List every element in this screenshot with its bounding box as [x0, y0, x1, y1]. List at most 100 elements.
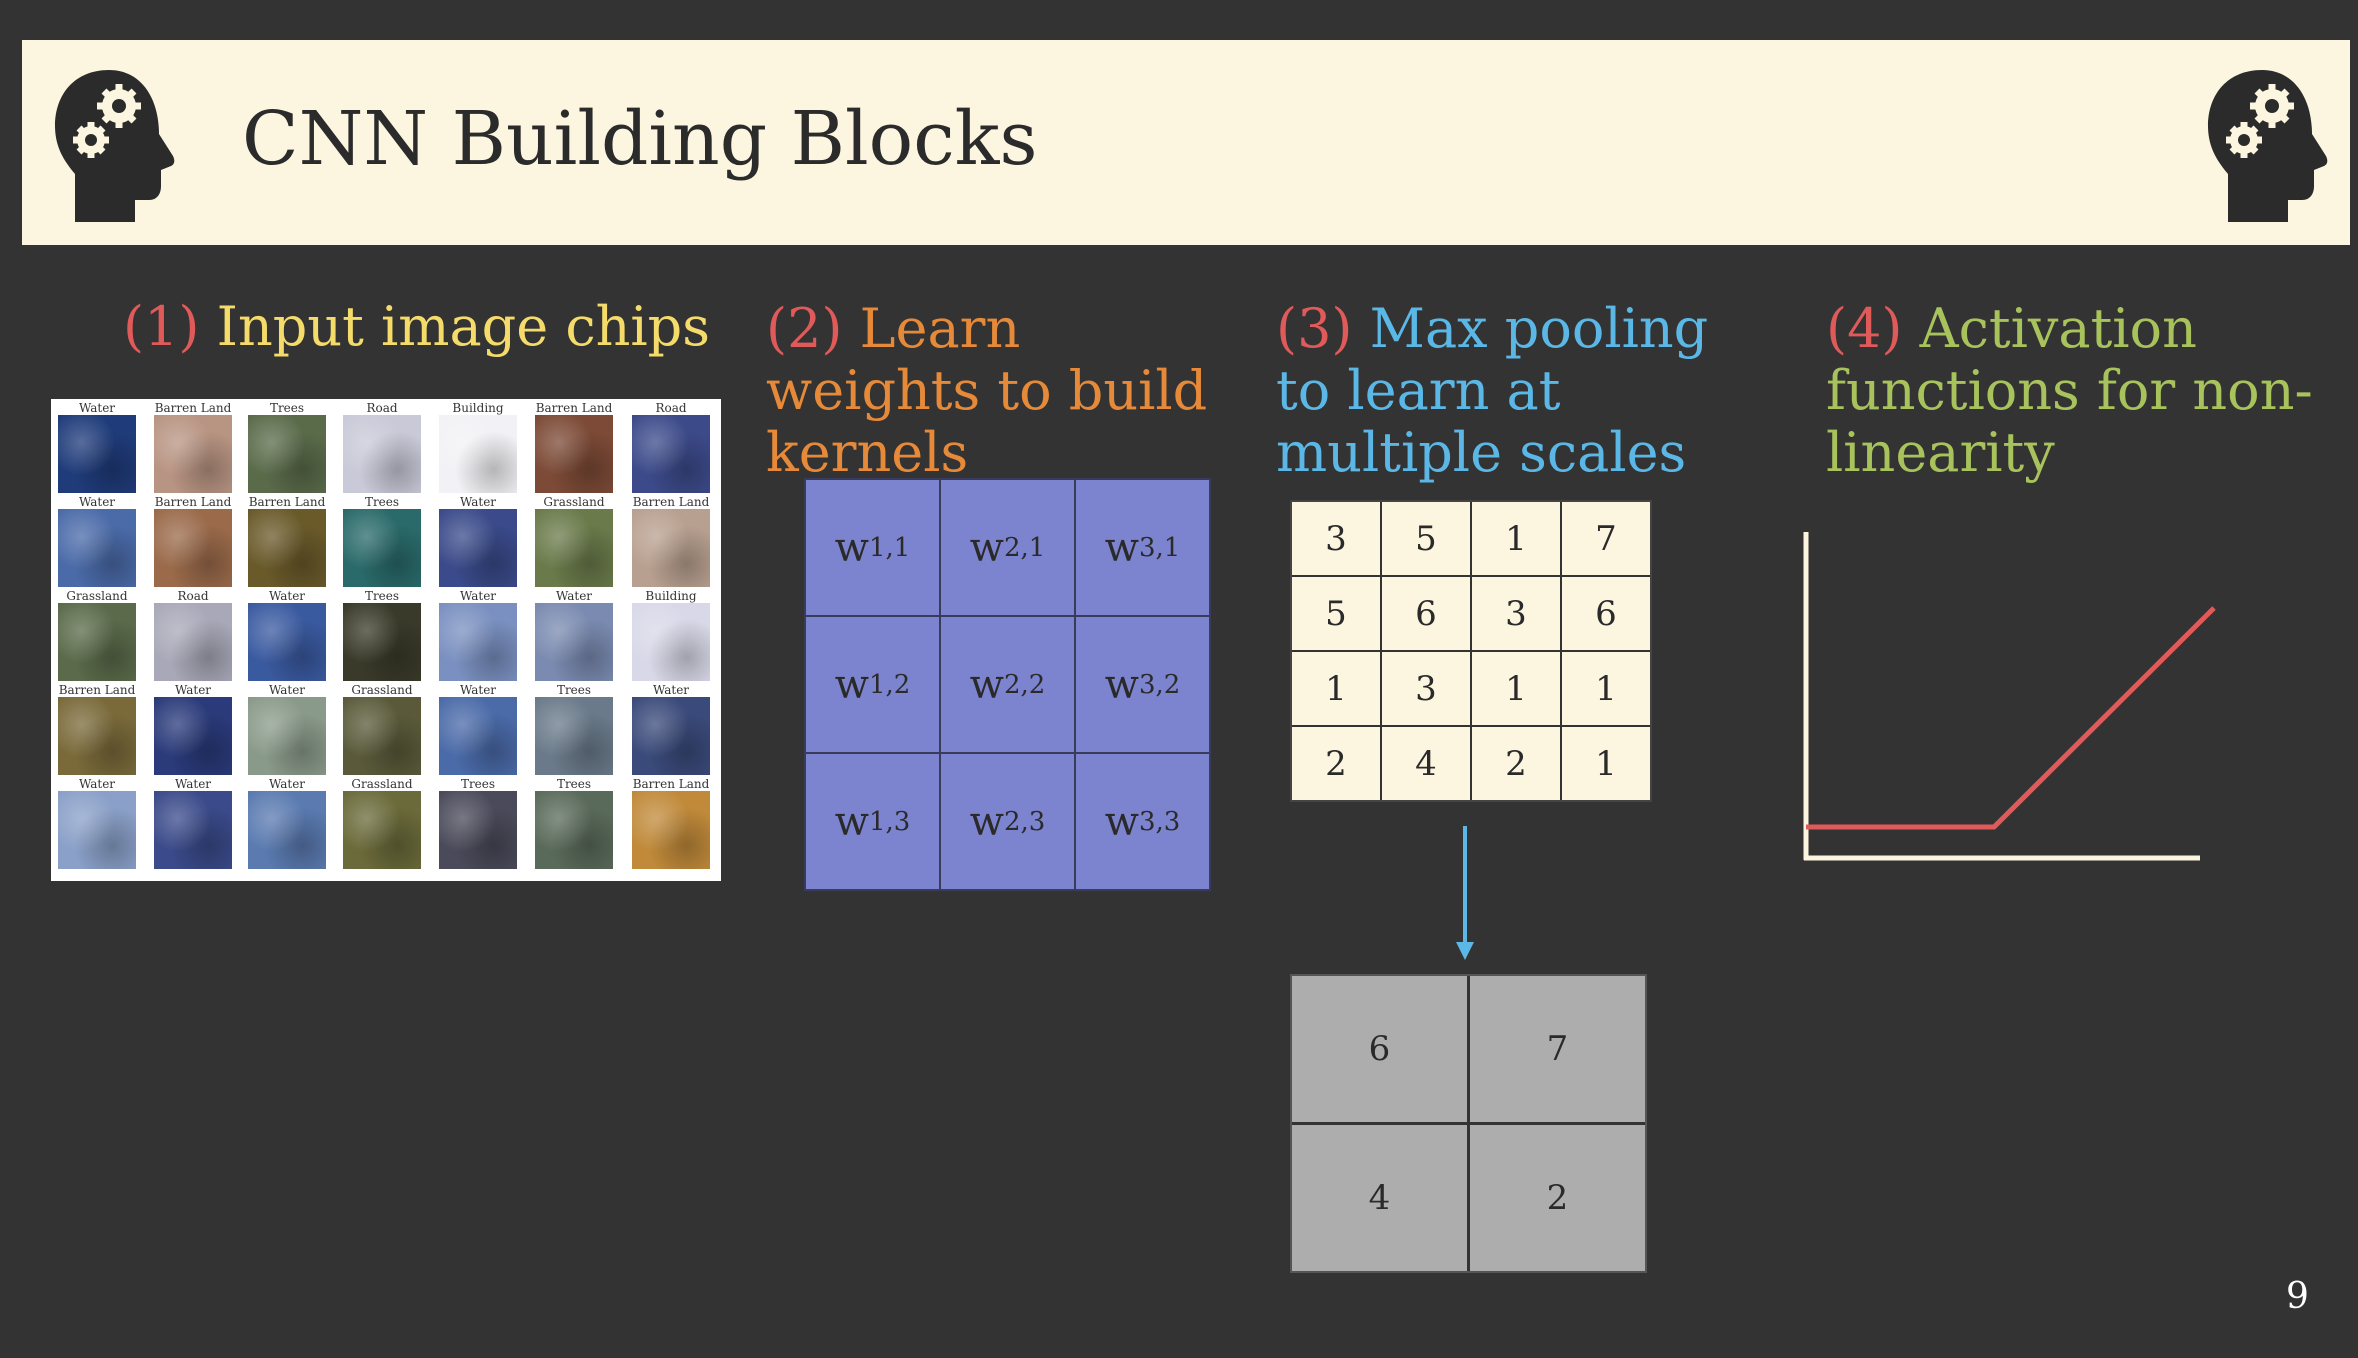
weight-subscript: 2,3 [1003, 806, 1046, 837]
chip-label: Water [78, 401, 116, 415]
pooling-input-cell: 1 [1292, 652, 1380, 725]
image-chip [632, 509, 710, 587]
chip-label: Road [177, 589, 209, 603]
weight-symbol: w [1104, 798, 1139, 845]
pooling-input-cell: 1 [1472, 502, 1560, 575]
section-3-number: (3) [1276, 297, 1353, 360]
weight-symbol: w [834, 524, 869, 571]
weight-subscript: 3,2 [1138, 669, 1181, 700]
chip-label: Water [174, 683, 212, 697]
chip-label: Barren Land [632, 495, 710, 509]
image-chip [343, 509, 421, 587]
weight-symbol: w [969, 661, 1004, 708]
image-chip [632, 697, 710, 775]
chip-label: Grassland [351, 683, 413, 697]
section-1-text: Input image chips [216, 295, 710, 358]
image-chip [58, 697, 136, 775]
image-chip [439, 415, 517, 493]
chip-label: Trees [556, 777, 592, 791]
image-chip [632, 791, 710, 869]
chip-label: Barren Land [248, 495, 326, 509]
image-chip [248, 791, 326, 869]
weight-subscript: 1,1 [868, 532, 911, 563]
image-chip [535, 603, 613, 681]
section-2-heading: (2) Learn weights to build kernels [766, 298, 1236, 484]
image-chip [343, 697, 421, 775]
image-chip [154, 791, 232, 869]
chip-label: Barren Land [535, 401, 613, 415]
chip-label: Grassland [543, 495, 605, 509]
chip-label: Building [452, 401, 504, 415]
chip-label: Water [268, 777, 306, 791]
pooling-output-cell: 4 [1292, 1125, 1467, 1271]
chip-label: Water [555, 589, 593, 603]
image-chip [58, 415, 136, 493]
pooling-output-cell: 7 [1470, 976, 1645, 1122]
section-4-text: Activation functions for non-linearity [1826, 297, 2313, 484]
pooling-input-cell: 1 [1472, 652, 1560, 725]
section-3-heading: (3) Max pooling to learn at multiple sca… [1276, 298, 1776, 484]
weight-subscript: 2,2 [1003, 669, 1046, 700]
weight-subscript: 3,3 [1138, 806, 1181, 837]
weight-subscript: 1,3 [868, 806, 911, 837]
chip-label: Water [652, 683, 690, 697]
weight-symbol: w [969, 524, 1004, 571]
pooling-input-cell: 6 [1382, 577, 1470, 650]
section-4-heading: (4) Activation functions for non-lineari… [1826, 298, 2326, 484]
pooling-input-cell: 1 [1562, 727, 1650, 800]
head-gears-icon [55, 70, 175, 222]
chip-label: Road [366, 401, 398, 415]
chip-label: Water [78, 495, 116, 509]
relu-activation-plot [1803, 532, 2216, 861]
image-chip [248, 603, 326, 681]
chip-label: Trees [364, 495, 400, 509]
chip-label: Water [459, 589, 497, 603]
image-chip [535, 415, 613, 493]
image-chip [154, 697, 232, 775]
section-1-number: (1) [123, 295, 200, 358]
pooling-input-cell: 2 [1472, 727, 1560, 800]
image-chip [343, 603, 421, 681]
image-chip [343, 415, 421, 493]
section-2-number: (2) [766, 297, 843, 360]
image-chip [58, 603, 136, 681]
weight-symbol: w [1104, 524, 1139, 571]
image-chip [248, 415, 326, 493]
weight-symbol: w [969, 798, 1004, 845]
chip-label: Trees [460, 777, 496, 791]
chip-label: Trees [269, 401, 305, 415]
section-3-text: Max pooling to learn at multiple scales [1276, 297, 1709, 484]
weight-symbol: w [1104, 661, 1139, 708]
image-chip [535, 509, 613, 587]
section-2-text: Learn weights to build kernels [766, 297, 1208, 484]
pooling-input-cell: 1 [1562, 652, 1650, 725]
image-chip [154, 509, 232, 587]
image-chip [343, 791, 421, 869]
image-chip [154, 415, 232, 493]
pooling-input-cell: 5 [1382, 502, 1470, 575]
image-chip [535, 791, 613, 869]
pooling-input-cell: 2 [1292, 727, 1380, 800]
image-chip [248, 509, 326, 587]
chip-label: Trees [556, 683, 592, 697]
down-arrow-icon [1456, 826, 1474, 960]
image-chip [58, 791, 136, 869]
chip-label: Water [78, 777, 116, 791]
image-chip [154, 603, 232, 681]
page-number: 9 [2286, 1276, 2309, 1317]
head-gears-icon [2208, 70, 2328, 222]
chip-label: Barren Land [58, 683, 136, 697]
chip-label: Water [459, 495, 497, 509]
pooling-input-cell: 3 [1292, 502, 1380, 575]
chip-label: Building [645, 589, 697, 603]
image-chip [439, 791, 517, 869]
